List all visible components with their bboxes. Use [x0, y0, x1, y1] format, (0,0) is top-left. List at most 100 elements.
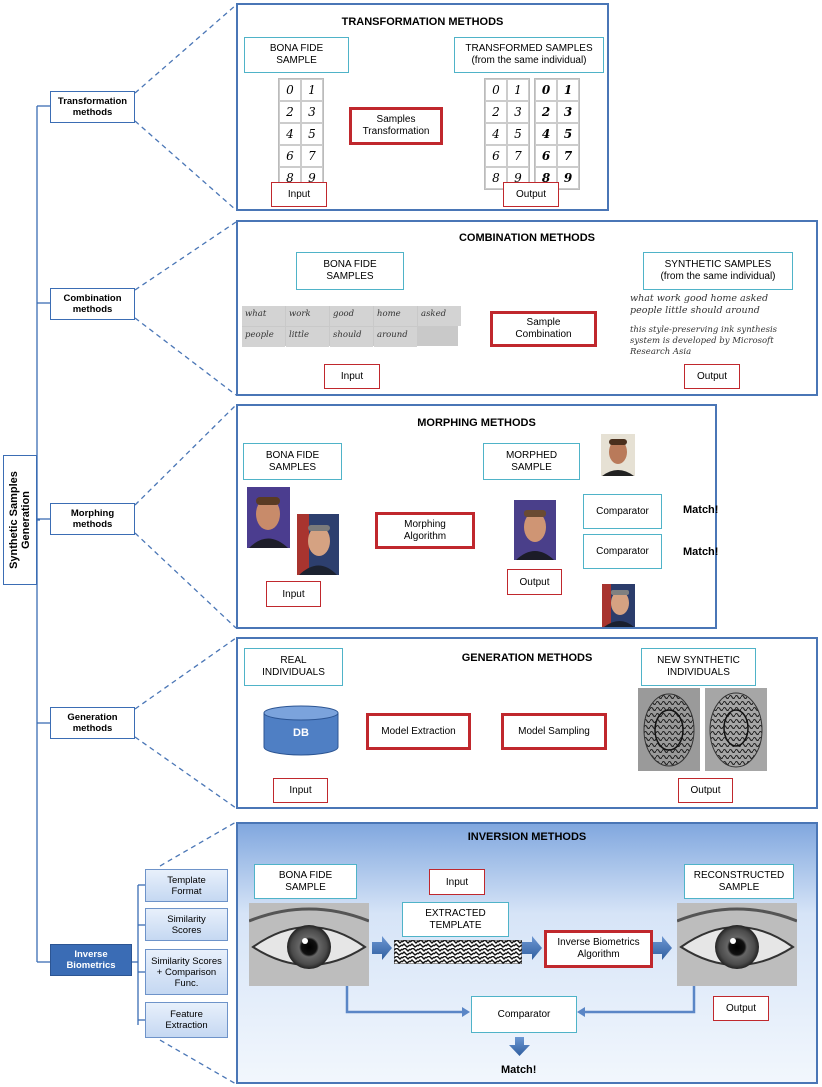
digit-cell: 4: [279, 123, 301, 145]
synthetic-line: Research Asia: [630, 347, 692, 357]
morphed-face-image: [514, 500, 556, 560]
inversion-feed-lines: [345, 985, 696, 1014]
output-tag: Output: [684, 364, 740, 389]
output-label: TRANSFORMED SAMPLES (from the same indiv…: [454, 37, 604, 73]
output-tag: Output: [507, 569, 562, 595]
input-label: BONA FIDE SAMPLES: [296, 252, 404, 290]
handwritten-word: people: [242, 327, 285, 347]
model-extraction-process: Model Extraction: [366, 713, 471, 750]
match-result-2: Match!: [683, 546, 719, 558]
input-label: BONA FIDE SAMPLE: [254, 864, 357, 899]
input-tag: Input: [324, 364, 380, 389]
probe-face-top: [601, 434, 635, 476]
database-label: DB: [293, 727, 309, 739]
tree-node-transformation[interactable]: Transformation methods: [50, 91, 135, 123]
template-label: EXTRACTED TEMPLATE: [402, 902, 509, 937]
comparator-box-1: Comparator: [583, 494, 662, 529]
root-label: Synthetic Samples Generation: [8, 471, 32, 569]
output-label: NEW SYNTHETIC INDIVIDUALS: [641, 648, 756, 686]
digit-cell: 6: [279, 145, 301, 167]
synthetic-line: people little should around: [630, 305, 760, 316]
digit-cell: 7: [507, 145, 529, 167]
digit-cell: 1: [301, 79, 323, 101]
panel-title: TRANSFORMATION METHODS: [341, 16, 504, 28]
inversion-panel: INVERSION METHODS BONA FIDE SAMPLE Input…: [236, 822, 818, 1084]
generation-panel: GENERATION METHODS REAL INDIVIDUALS NEW …: [236, 637, 818, 809]
face-image-2: [297, 514, 339, 575]
match-result: Match!: [501, 1064, 537, 1076]
digit-cell: 7: [557, 145, 579, 167]
panel-title: INVERSION METHODS: [467, 831, 587, 843]
synthetic-line: system is developed by Microsoft: [630, 336, 774, 346]
extracted-template-image: [394, 940, 522, 964]
digit-cell: 6: [485, 145, 507, 167]
model-sampling-process: Model Sampling: [501, 713, 607, 750]
digit-cell: 4: [485, 123, 507, 145]
samples-transformation-process: Samples Transformation: [349, 107, 443, 145]
digit-cell: 5: [557, 123, 579, 145]
subnode-feature-extraction[interactable]: Feature Extraction: [145, 1002, 228, 1038]
output-label: MORPHED SAMPLE: [483, 443, 580, 480]
digit-cell: 5: [301, 123, 323, 145]
digit-cell: 3: [507, 101, 529, 123]
digit-cell: 7: [301, 145, 323, 167]
dashed-connectors: [134, 4, 237, 1085]
subnode-similarity-scores-comparison[interactable]: Similarity Scores + Comparison Func.: [145, 949, 228, 995]
handwritten-word: what: [242, 306, 285, 326]
input-label: BONA FIDE SAMPLE: [244, 37, 349, 73]
comparator-box: Comparator: [471, 996, 577, 1033]
synthetic-line: this style-preserving ink synthesis: [630, 325, 778, 335]
input-tag: Input: [266, 581, 321, 607]
match-result-1: Match!: [683, 504, 719, 516]
morphing-algorithm-process: Morphing Algorithm: [375, 512, 475, 549]
subnode-similarity-scores[interactable]: Similarity Scores: [145, 908, 228, 941]
sample-combination-process: Sample Combination: [490, 311, 597, 347]
input-tag: Input: [273, 778, 328, 803]
face-image-1: [247, 487, 290, 548]
digit-cell: 1: [507, 79, 529, 101]
tree-node-generation[interactable]: Generation methods: [50, 707, 135, 739]
reconstructed-eye-image: [677, 903, 797, 986]
morphing-panel: MORPHING METHODS BONA FIDE SAMPLES MORPH…: [236, 404, 719, 629]
comparator-box-2: Comparator: [583, 534, 662, 569]
digit-cell: 2: [279, 101, 301, 123]
input-tag: Input: [429, 869, 485, 895]
fingerprint-image-1: [638, 688, 700, 771]
database-icon: [263, 705, 339, 756]
handwritten-word: work: [286, 306, 329, 326]
digit-cell: 2: [485, 101, 507, 123]
digit-cell: 0: [279, 79, 301, 101]
synthetic-line: what work good home asked: [630, 293, 769, 304]
digit-cell: 6: [535, 145, 557, 167]
subnode-template-format[interactable]: Template Format: [145, 869, 228, 902]
panel-title: GENERATION METHODS: [461, 652, 593, 664]
tree-node-inverse-biometrics[interactable]: Inverse Biometrics: [50, 944, 132, 976]
digit-cell: 5: [507, 123, 529, 145]
root-node: Synthetic Samples Generation: [3, 455, 37, 585]
output-tag: Output: [503, 182, 559, 207]
tree-node-morphing[interactable]: Morphing methods: [50, 503, 135, 535]
digit-cell: 2: [535, 101, 557, 123]
digit-cell: 0: [535, 79, 557, 101]
output-tag: Output: [713, 996, 769, 1021]
tree-lines: [36, 105, 145, 1025]
fingerprint-image-2: [705, 688, 767, 771]
digit-cell: 9: [557, 167, 579, 189]
digit-cell: 8: [485, 167, 507, 189]
tree-node-combination[interactable]: Combination methods: [50, 288, 135, 320]
digit-cell: 4: [535, 123, 557, 145]
digit-cell: 3: [301, 101, 323, 123]
input-label: BONA FIDE SAMPLES: [243, 443, 342, 480]
digit-cell: 0: [485, 79, 507, 101]
inverse-biometrics-algorithm-process: Inverse Biometrics Algorithm: [544, 930, 653, 968]
handwritten-word: asked: [418, 306, 461, 326]
synthetic-handwriting: what work good home asked people little …: [630, 293, 815, 358]
input-tag: Input: [271, 182, 327, 207]
output-label: RECONSTRUCTED SAMPLE: [684, 864, 794, 899]
panel-title: COMBINATION METHODS: [458, 232, 596, 244]
bona-fide-handwriting-words: what work good home asked people little …: [242, 306, 461, 347]
digit-cell: 3: [557, 101, 579, 123]
handwritten-word: little: [286, 327, 329, 347]
